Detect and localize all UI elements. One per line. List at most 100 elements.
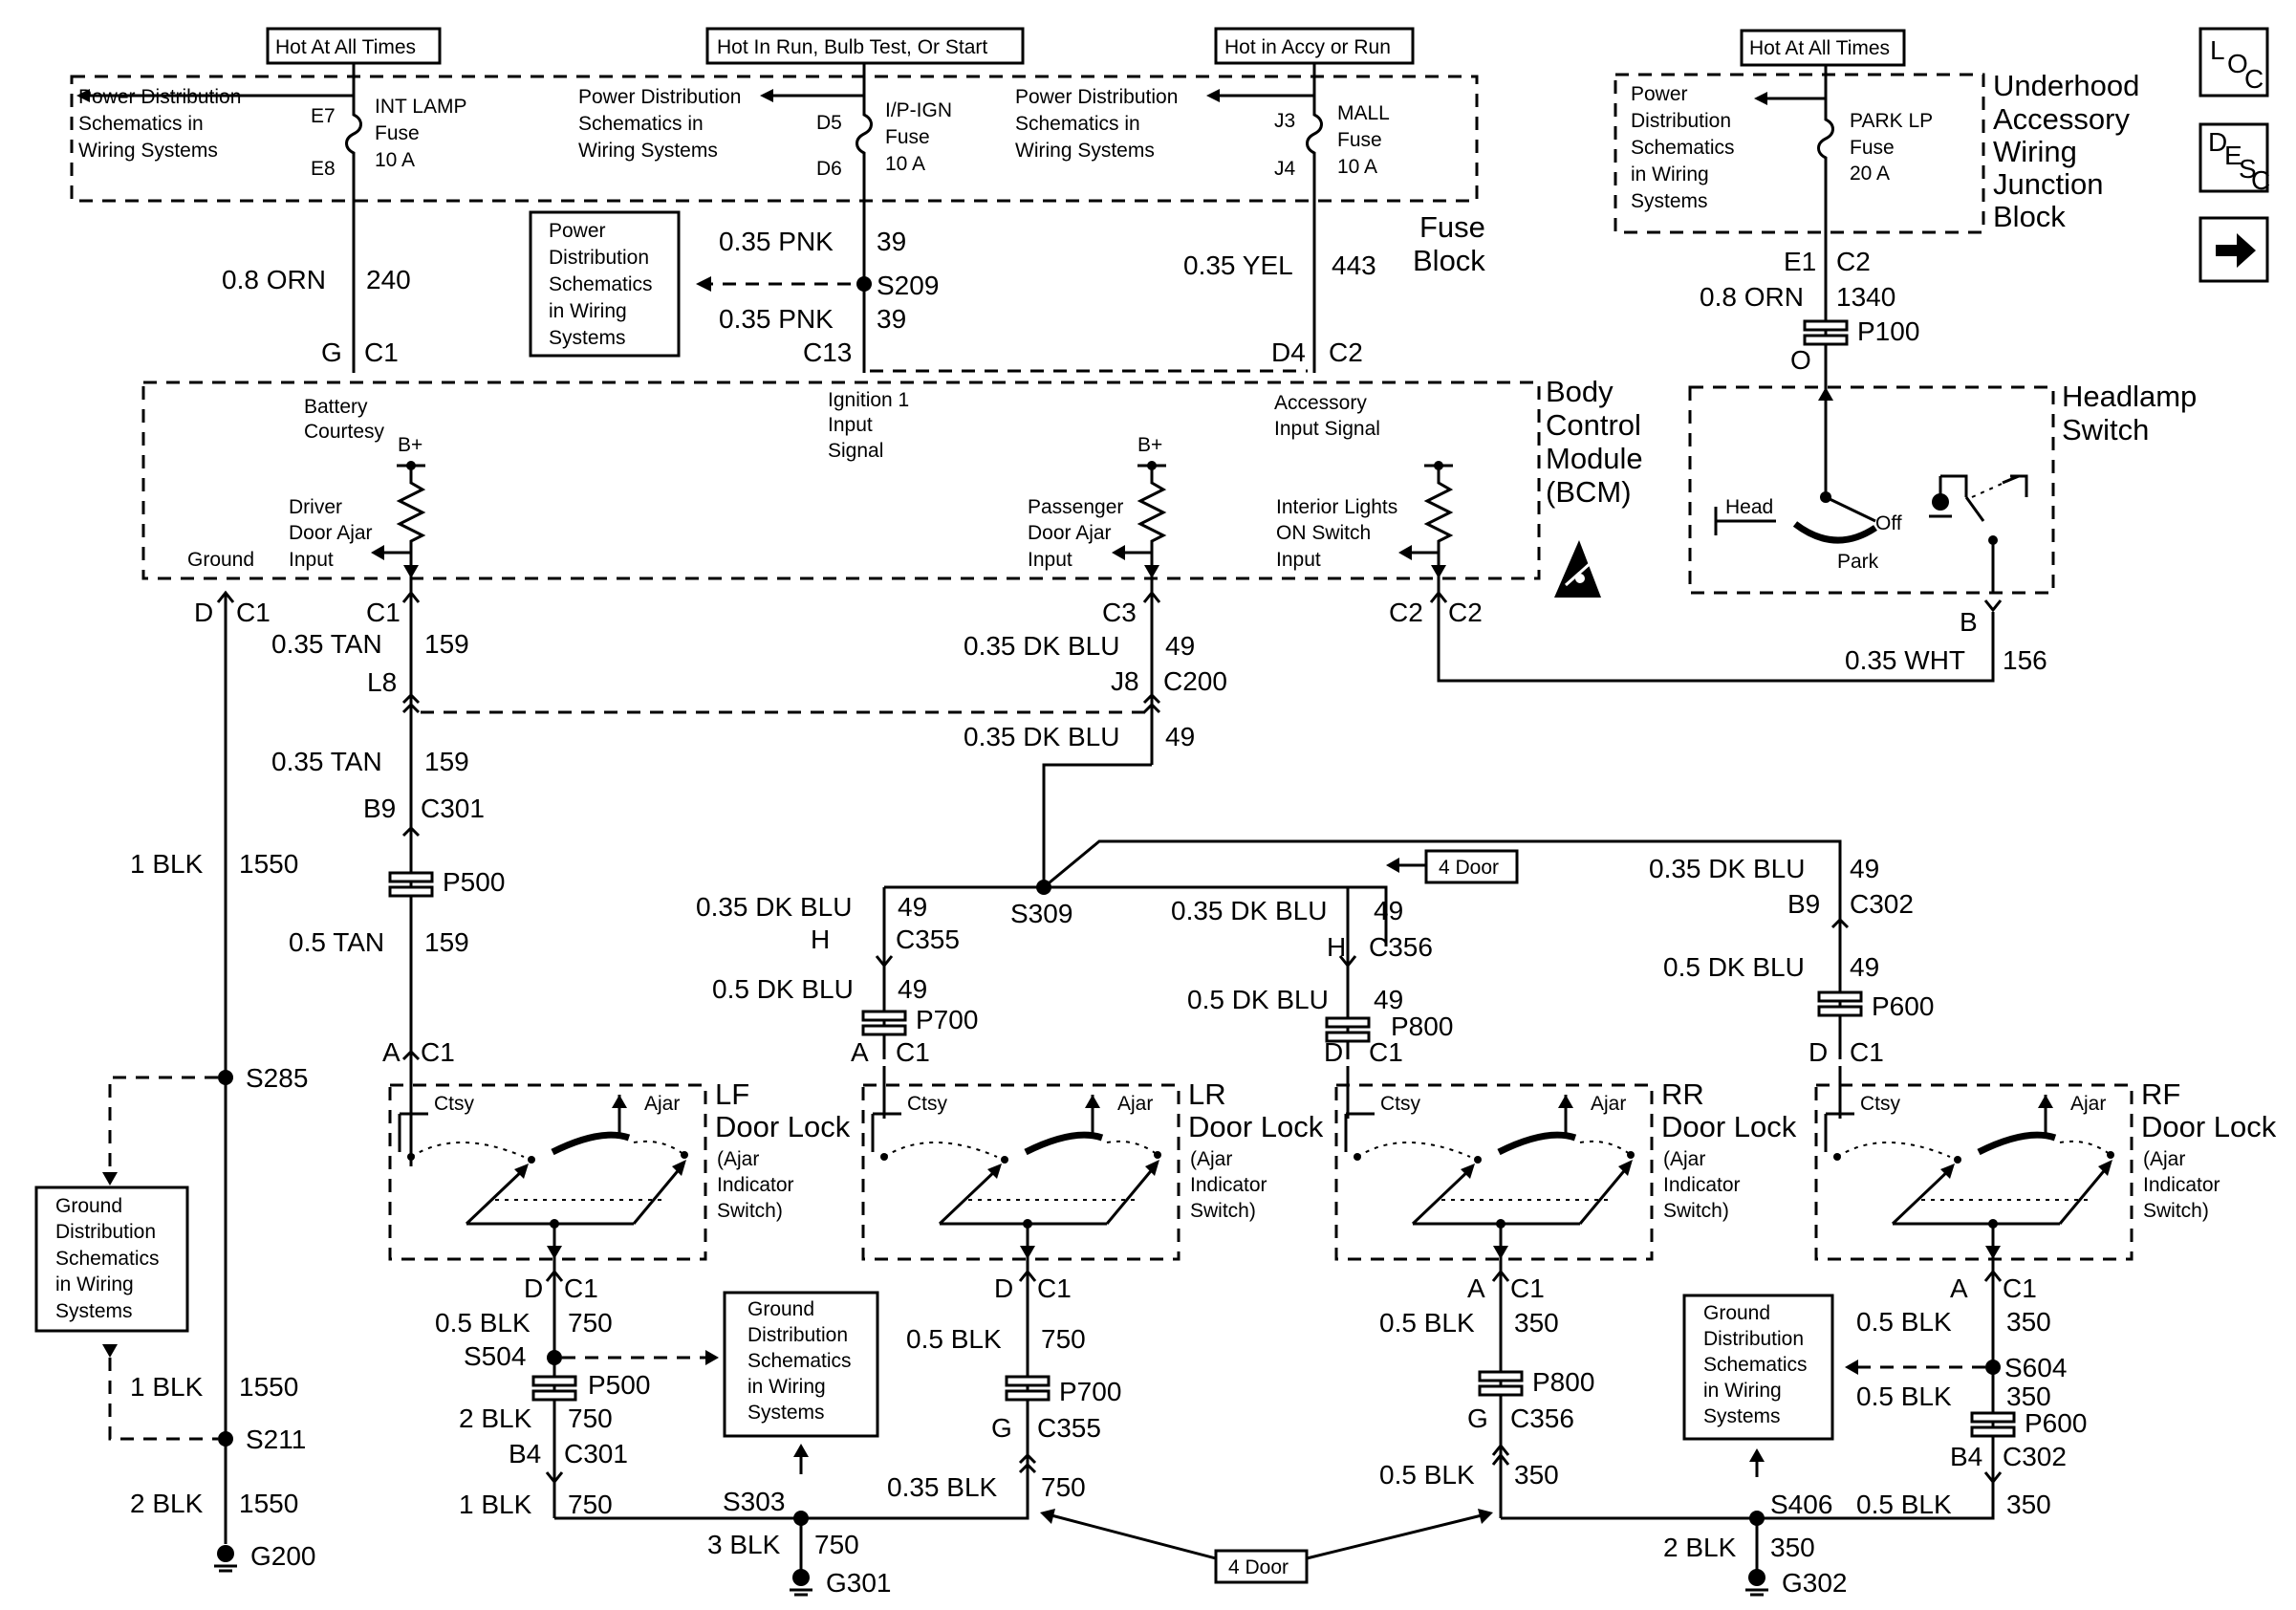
svg-text:0.8 ORN: 0.8 ORN [1700,282,1804,312]
svg-text:Schematics: Schematics [1631,137,1735,159]
svg-text:1550: 1550 [239,1489,298,1518]
svg-text:Passenger: Passenger [1028,496,1123,518]
svg-text:D: D [1809,1037,1828,1067]
svg-text:ON Switch: ON Switch [1276,522,1371,544]
svg-text:C356: C356 [1369,932,1433,962]
svg-text:0.5 DK BLU: 0.5 DK BLU [1187,985,1329,1014]
svg-text:P500: P500 [443,867,505,897]
svg-text:Wiring Systems: Wiring Systems [78,140,218,162]
svg-text:Schematics in: Schematics in [578,113,704,135]
svg-text:LR: LR [1188,1077,1226,1111]
svg-text:Ground: Ground [55,1195,122,1217]
svg-text:Distribution: Distribution [747,1324,848,1346]
svg-text:G: G [321,337,342,367]
wire-color-pnk-2: 0.35 PNK [719,304,834,334]
arrow-right-icon[interactable] [2199,216,2269,283]
svg-text:10 A: 10 A [375,149,415,171]
svg-text:350: 350 [1514,1308,1559,1338]
svg-text:Switch: Switch [2062,413,2149,446]
ground-g302: G302 [1782,1568,1848,1598]
svg-text:2 BLK: 2 BLK [459,1403,532,1433]
wire-color-orn: 0.8 ORN [222,265,326,294]
loc-icon[interactable]: L O C [2199,27,2269,98]
svg-text:4 Door: 4 Door [1439,857,1499,879]
svg-text:Switch): Switch) [1663,1200,1729,1222]
svg-text:(Ajar: (Ajar [717,1148,759,1170]
svg-text:0.5 DK BLU: 0.5 DK BLU [712,974,854,1004]
svg-text:C1: C1 [2003,1273,2037,1303]
svg-text:C1: C1 [236,598,271,627]
svg-text:Systems: Systems [1631,190,1708,212]
svg-text:C200: C200 [1163,666,1227,696]
svg-text:Door Lock: Door Lock [1661,1110,1797,1143]
svg-text:Ajar: Ajar [2070,1093,2106,1115]
svg-text:Systems: Systems [747,1402,825,1424]
svg-text:0.35 DK BLU: 0.35 DK BLU [1171,896,1327,925]
splice-s209: S209 [877,271,939,300]
svg-text:350: 350 [2006,1490,2051,1519]
svg-text:Power Distribution: Power Distribution [1015,86,1178,108]
splice-s309: S309 [1010,899,1072,928]
svg-text:C301: C301 [564,1439,628,1469]
svg-text:Indicator: Indicator [1663,1174,1741,1196]
svg-text:350: 350 [2006,1382,2051,1411]
wire-color-yel: 0.35 YEL [1183,250,1293,280]
svg-text:S303: S303 [723,1487,785,1516]
svg-text:49: 49 [898,974,927,1004]
svg-text:0.5 BLK: 0.5 BLK [1379,1460,1475,1490]
svg-text:49: 49 [1165,722,1195,751]
svg-text:(Ajar: (Ajar [1190,1148,1232,1170]
svg-text:P700: P700 [916,1005,978,1034]
svg-text:B+: B+ [1137,434,1162,456]
svg-text:Indicator: Indicator [2143,1174,2220,1196]
hot-label-box-2 [705,27,1025,65]
fuse-int-lamp: Power Distribution E7 E8 INT LAMP Fuse 1… [76,76,466,373]
svg-text:B9: B9 [1787,889,1820,919]
svg-text:O: O [2227,49,2248,78]
svg-text:Systems: Systems [1703,1405,1781,1427]
svg-text:443: 443 [1332,250,1376,280]
svg-text:0.35 DK BLU: 0.35 DK BLU [964,722,1119,751]
svg-text:Switch): Switch) [717,1200,783,1222]
svg-text:A: A [1467,1273,1485,1303]
power-dist-text-2: Power Distribution Schematics in Wiring … [578,86,741,162]
svg-text:C13: C13 [803,337,852,367]
svg-text:D6: D6 [816,158,842,180]
svg-text:350: 350 [1514,1460,1559,1490]
svg-text:H: H [811,925,830,954]
svg-text:C355: C355 [896,925,960,954]
svg-text:0.5 BLK: 0.5 BLK [906,1324,1002,1354]
svg-text:Input Signal: Input Signal [1274,418,1380,440]
svg-text:C2: C2 [1448,598,1483,627]
svg-text:A: A [851,1037,869,1067]
bcm-title: Body Control Module (BCM) [1546,375,1643,509]
desc-icon[interactable]: D E S C [2199,122,2270,195]
svg-text:Distribution: Distribution [1703,1328,1804,1350]
svg-text:(BCM): (BCM) [1546,475,1632,509]
svg-text:49: 49 [1374,985,1403,1014]
svg-text:0.5 BLK: 0.5 BLK [435,1308,531,1338]
svg-text:MALL: MALL [1337,102,1390,124]
svg-text:Underhood: Underhood [1993,69,2139,102]
svg-text:Distribution: Distribution [1631,110,1731,132]
svg-text:C1: C1 [1510,1273,1545,1303]
svg-text:49: 49 [1374,896,1403,925]
svg-text:C301: C301 [421,794,485,823]
svg-text:39: 39 [877,227,906,256]
svg-text:E7: E7 [311,105,336,127]
svg-text:Body: Body [1546,375,1614,408]
svg-text:S504: S504 [464,1341,526,1371]
svg-text:O: O [1790,345,1811,375]
svg-text:3 BLK: 3 BLK [707,1530,781,1559]
svg-text:20 A: 20 A [1850,163,1890,185]
svg-text:C3: C3 [1102,598,1137,627]
ground-dist-box-left [34,1186,189,1333]
svg-text:1550: 1550 [239,849,298,879]
svg-text:D4: D4 [1271,337,1306,367]
svg-text:G: G [1467,1403,1488,1433]
svg-text:D: D [524,1273,543,1303]
svg-text:Wiring Systems: Wiring Systems [1015,140,1155,162]
svg-text:49: 49 [898,892,927,922]
svg-text:4 Door: 4 Door [1228,1556,1289,1578]
